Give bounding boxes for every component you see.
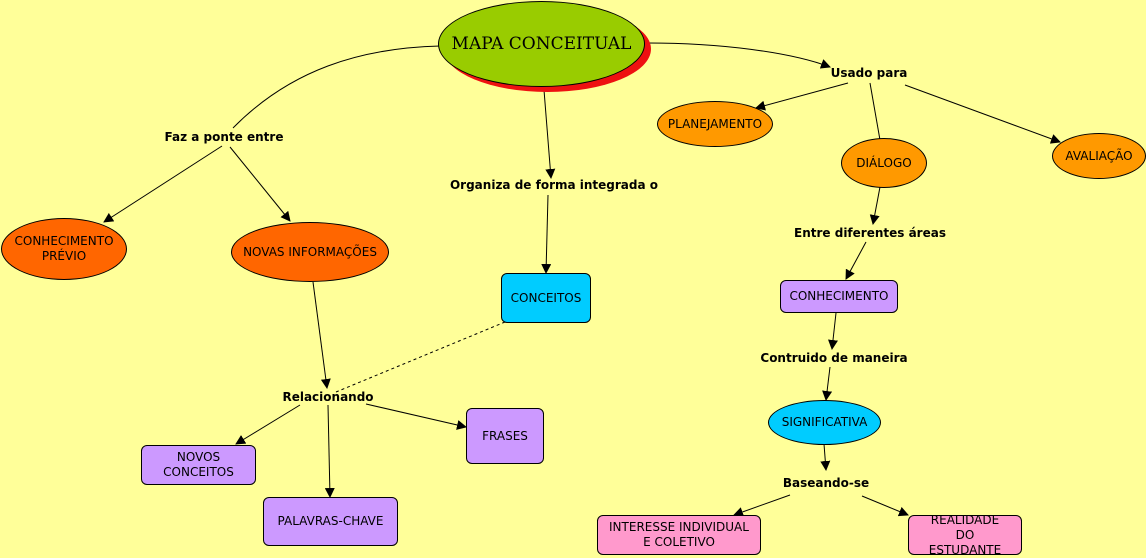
link-novas-to-relacionando [312, 281, 331, 389]
link-conhecimento-to-construido [828, 312, 838, 350]
link-dialogo-to-entre-areas [869, 186, 881, 225]
phrase-construido: Contruido de maneira [760, 351, 908, 365]
link-faz-to-conhecimento-previo [103, 145, 223, 223]
concept-novas-informacoes[interactable]: NOVAS INFORMAÇÕES [231, 222, 389, 282]
link-baseando-to-realidade [861, 495, 909, 517]
link-main-to-faz-a-ponte [232, 45, 441, 129]
phrase-entre-areas: Entre diferentes áreas [794, 226, 946, 240]
link-organiza-to-conceitos [541, 194, 552, 274]
phrase-usado-para: Usado para [830, 66, 908, 80]
main-concept-mapa-conceitual[interactable]: MAPA CONCEITUAL [438, 1, 645, 87]
link-relacionando-to-frases [365, 403, 467, 430]
link-faz-to-novas-informacoes [229, 146, 291, 222]
concept-realidade[interactable]: REALIDADE DO ESTUDANTE [908, 513, 1022, 557]
concept-dialogo[interactable]: DIÁLOGO [841, 138, 927, 188]
link-entre-areas-to-conhecimento [845, 241, 867, 280]
concept-palavras-chave[interactable]: PALAVRAS-CHAVE [263, 497, 398, 546]
link-construido-to-significativa [822, 366, 833, 401]
concept-avaliacao[interactable]: AVALIAÇÃO [1052, 133, 1146, 179]
concept-planejamento[interactable]: PLANEJAMENTO [657, 101, 773, 147]
link-usado-to-avaliacao [904, 84, 1061, 144]
phrase-faz-a-ponte: Faz a ponte entre [164, 130, 284, 144]
link-conceitos-to-relacionando-dashed [335, 321, 506, 393]
link-main-to-usado-para [647, 42, 831, 69]
link-usado-to-dialogo [869, 82, 881, 141]
phrase-organiza: Organiza de forma integrada o [449, 178, 659, 192]
link-significativa-to-baseando [820, 443, 831, 471]
link-relacionando-to-novos-conceitos [235, 404, 301, 445]
phrase-baseando: Baseando-se [782, 476, 870, 490]
concept-interesse[interactable]: INTERESSE INDIVIDUAL E COLETIVO [597, 515, 761, 555]
concept-conceitos[interactable]: CONCEITOS [501, 273, 591, 323]
concept-conhecimento-previo[interactable]: CONHECIMENTO PRÉVIO [1, 218, 127, 280]
phrase-relacionando: Relacionando [282, 390, 374, 404]
link-relacionando-to-palavras-chave [324, 404, 335, 498]
concept-significativa[interactable]: SIGNIFICATIVA [768, 400, 881, 445]
concept-conhecimento[interactable]: CONHECIMENTO [780, 280, 898, 313]
link-usado-to-planejamento [755, 82, 849, 111]
concept-novos-conceitos[interactable]: NOVOS CONCEITOS [141, 445, 256, 485]
concept-frases[interactable]: FRASES [466, 408, 544, 464]
link-main-to-organiza [543, 89, 556, 179]
link-baseando-to-interesse [733, 494, 791, 517]
